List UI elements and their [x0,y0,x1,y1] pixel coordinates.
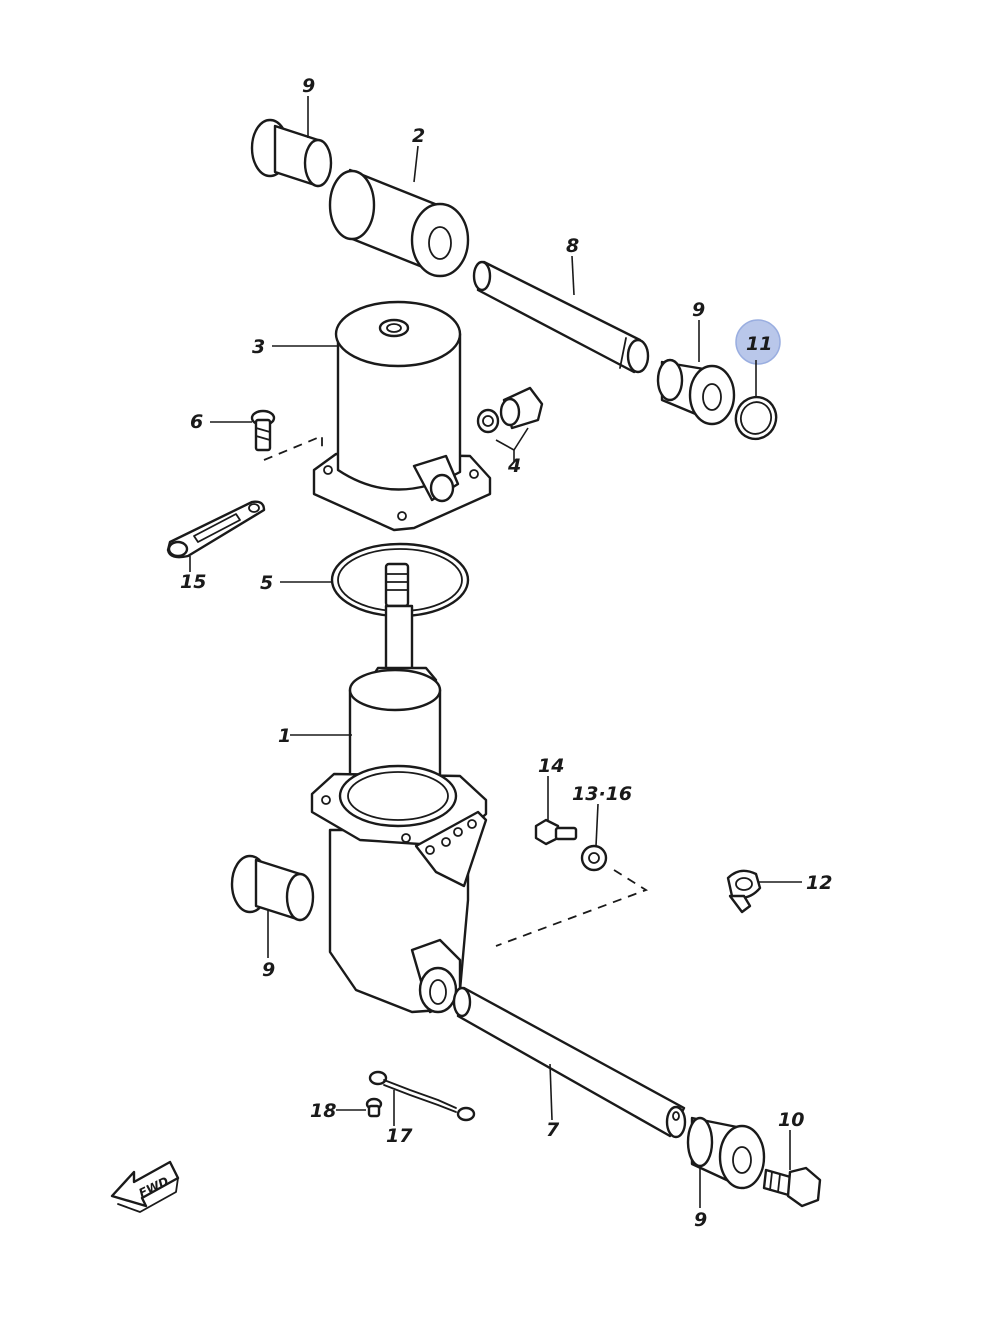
bushing-9-left[interactable] [230,854,315,922]
bushing-9-upper-right[interactable] [656,358,736,426]
pin-8[interactable] [472,260,650,374]
label-part-10: 10 [778,1109,804,1131]
fitting-4[interactable] [476,386,544,434]
forward-arrow-icon: FWD [110,1160,180,1213]
snap-ring-11[interactable] [730,391,782,444]
label-part-9-top: 9 [302,75,315,97]
label-part-13-16: 13·16 [572,783,632,805]
label-part-15: 15 [180,571,206,593]
label-part-18: 18 [310,1100,336,1122]
cylinder-cap-3[interactable] [312,300,492,532]
label-part-5: 5 [260,572,273,594]
label-part-7: 7 [546,1119,560,1141]
ground-lead-17[interactable] [368,1070,476,1122]
label-part-12: 12 [806,872,832,894]
bolt-14[interactable] [534,818,578,846]
label-part-6: 6 [190,411,203,433]
clamp-plate-15[interactable] [166,500,266,559]
bushing-9-bottom-right[interactable] [686,1116,766,1190]
label-part-11: 11 [746,333,772,355]
label-part-14: 14 [538,755,564,777]
label-part-4: 4 [507,455,521,477]
highlight-marker-11 [735,319,781,365]
pin-7[interactable] [452,986,687,1139]
bushing-9-top-left[interactable] [250,118,333,188]
label-part-2: 2 [412,125,425,147]
hose-clamp-12[interactable] [726,869,762,914]
tilt-cylinder-1[interactable] [310,562,488,1014]
washer-13-16[interactable] [580,844,608,872]
label-part-17: 17 [386,1125,413,1147]
label-part-8: 8 [566,235,579,257]
label-part-9-upper-right: 9 [692,299,705,321]
label-part-3: 3 [252,336,265,358]
label-part-9-bottom: 9 [694,1209,707,1231]
label-part-1: 1 [278,725,291,747]
screw-6[interactable] [250,409,276,452]
label-part-9-left: 9 [262,959,275,981]
bolt-10[interactable] [762,1166,822,1208]
sleeve-2[interactable] [328,168,470,278]
screw-18[interactable] [365,1097,383,1118]
